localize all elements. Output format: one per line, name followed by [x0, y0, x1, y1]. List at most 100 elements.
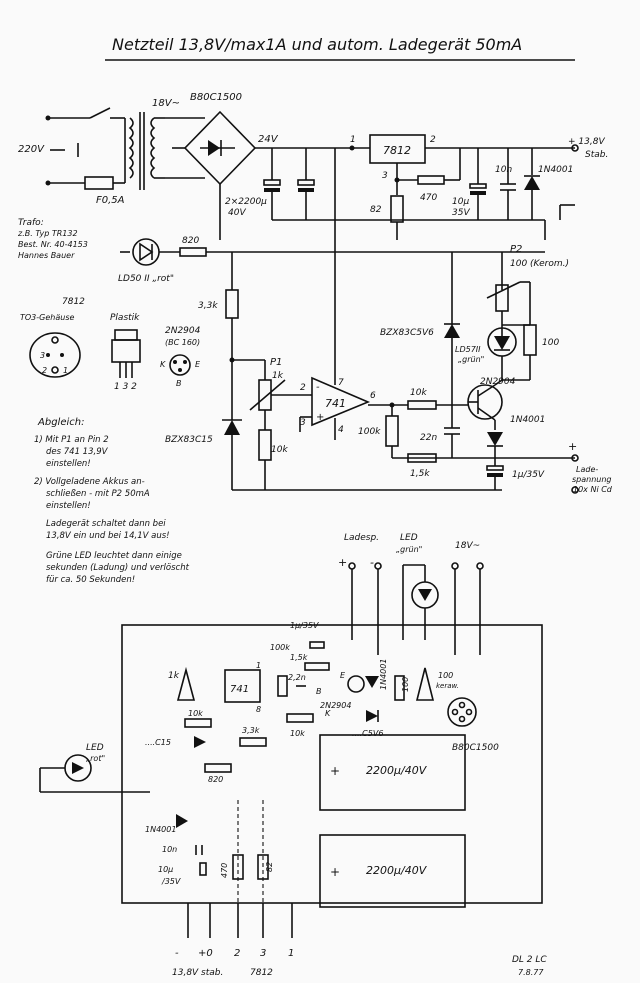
main-capacitors: 2×2200µ 40V	[225, 148, 315, 220]
svg-text:2,2n: 2,2n	[288, 673, 306, 682]
svg-text:3: 3	[40, 351, 45, 360]
svg-text:1k: 1k	[272, 371, 284, 381]
svg-text:Ladesp.: Ladesp.	[344, 533, 379, 543]
svg-text:B: B	[176, 379, 182, 388]
svg-text:1µ/35V: 1µ/35V	[290, 621, 319, 630]
svg-text:DL 2 LC: DL 2 LC	[512, 955, 547, 965]
svg-text:2N2904: 2N2904	[480, 377, 516, 387]
out-label: + 13,8V	[568, 137, 605, 147]
svg-text:1) Mit P1 an Pin 2: 1) Mit P1 an Pin 2	[34, 435, 109, 445]
svg-text:P1: P1	[270, 357, 282, 368]
board-components-middle: LED „rot" ....C15 3,3k 820 + 2200µ/40V +…	[39, 726, 466, 908]
bridge-label: B80C1500	[190, 92, 242, 103]
opamp-741: 741 - + 2 7 6 3 4	[299, 376, 408, 440]
svg-text:2N2904: 2N2904	[165, 326, 201, 336]
svg-text:spannung: spannung	[572, 475, 612, 484]
svg-text:Plastik: Plastik	[110, 313, 140, 323]
svg-text:LED: LED	[86, 743, 104, 753]
led-red-branch: 820 LD50 II „rot"	[118, 236, 545, 284]
package-sketches: 7812 TO3-Gehäuse Plastik 2N2904 (BC 160)…	[20, 297, 201, 392]
svg-text:13,8V stab.: 13,8V stab.	[172, 968, 223, 978]
svg-text:Lade-: Lade-	[576, 465, 598, 474]
svg-text:Hannes Bauer: Hannes Bauer	[18, 251, 75, 260]
svg-text:82: 82	[265, 862, 274, 872]
board-components-upper: 1k 741 1 8 100k 1µ/35V 1,5k 2,2n E B K 1…	[168, 621, 499, 753]
svg-text:B: B	[316, 687, 322, 696]
svg-text:Ladegerät schaltet dann bei: Ladegerät schaltet dann bei	[46, 519, 166, 529]
svg-text:sekunden (Ladung) und verlösch: sekunden (Ladung) und verlöscht	[46, 563, 190, 573]
svg-text:....C15: ....C15	[145, 738, 171, 747]
svg-text:100 (Kerom.): 100 (Kerom.)	[510, 259, 569, 269]
svg-text:1: 1	[256, 661, 261, 670]
node2-label: 2	[430, 135, 436, 145]
svg-text:3,3k: 3,3k	[242, 726, 260, 735]
svg-text:K: K	[325, 709, 331, 718]
svg-text:100k: 100k	[358, 427, 381, 437]
svg-text:1N4001: 1N4001	[145, 825, 176, 834]
svg-text:741: 741	[325, 397, 346, 410]
zener-15	[224, 420, 240, 435]
caps-main-label: 2×2200µ	[225, 197, 267, 207]
resistor-100k	[385, 415, 399, 447]
r470-label: 470	[420, 193, 437, 203]
svg-text:Best. Nr. 40-4153: Best. Nr. 40-4153	[18, 240, 88, 249]
svg-text:7: 7	[338, 378, 344, 388]
r820-label: 820	[182, 236, 199, 246]
svg-text:1: 1	[63, 366, 68, 375]
adjustment-notes: Abgleich: 1) Mit P1 an Pin 2 des 741 13,…	[34, 417, 190, 585]
svg-text:7.8.77: 7.8.77	[518, 968, 544, 977]
r82-label: 82	[370, 205, 382, 215]
node3-label: 3	[382, 171, 388, 181]
diode-out-label: 1N4001	[538, 165, 573, 175]
svg-text:„rot": „rot"	[86, 754, 105, 763]
svg-text:LD57II: LD57II	[455, 345, 481, 354]
svg-text:des 741 13,9V: des 741 13,9V	[46, 447, 109, 457]
output-caps: 10µ 35V 10n 1N4001	[452, 148, 575, 220]
svg-text:3: 3	[260, 948, 266, 959]
svg-text:1 3 2: 1 3 2	[114, 382, 137, 392]
zener15-label: BZX83C15	[165, 435, 213, 445]
svg-text:2) Vollgeladene Akkus an-: 2) Vollgeladene Akkus an-	[34, 477, 145, 487]
svg-text:10k: 10k	[188, 709, 203, 718]
svg-text:820: 820	[208, 775, 223, 784]
svg-text:1: 1	[288, 948, 294, 959]
svg-text:18V~: 18V~	[455, 541, 480, 551]
svg-text:E: E	[195, 360, 201, 369]
svg-text:1k: 1k	[168, 671, 180, 681]
page-title: Netzteil 13,8V/max1A und autom. Ladegerä…	[112, 35, 522, 54]
transistor-2n2904: 2N2904	[467, 377, 516, 430]
svg-text:Trafo:: Trafo:	[18, 218, 44, 228]
svg-text:+: +	[330, 764, 340, 778]
svg-text:K: K	[160, 360, 166, 369]
svg-text:-: -	[316, 382, 320, 393]
svg-text:einstellen!: einstellen!	[46, 459, 91, 469]
svg-text:E: E	[340, 671, 346, 680]
board-components-lower: 1N4001 10n 10µ /35V 470 82	[145, 800, 274, 905]
svg-text:TO3-Gehäuse: TO3-Gehäuse	[20, 313, 74, 322]
svg-text:2N2904: 2N2904	[320, 701, 351, 710]
fuse-label: F0,5A	[96, 195, 125, 206]
svg-text:+: +	[330, 865, 340, 879]
pot-p1: P1 1k 10k	[249, 357, 310, 490]
cap10u-label: 10µ	[452, 197, 469, 207]
svg-text:470: 470	[220, 863, 229, 878]
svg-text:10k: 10k	[271, 445, 288, 455]
transformer: 18V~	[124, 98, 180, 190]
diode-1n4001-b	[487, 432, 503, 446]
svg-text:100: 100	[542, 338, 559, 348]
svg-text:4: 4	[338, 425, 344, 435]
svg-text:z.B. Typ TR132: z.B. Typ TR132	[17, 229, 78, 238]
svg-text:keraw.: keraw.	[436, 682, 459, 690]
pcb-outline	[121, 624, 543, 904]
regulator-label: 7812	[383, 144, 411, 157]
svg-text:-: -	[370, 556, 374, 569]
svg-text:7812: 7812	[62, 297, 85, 307]
svg-text:+: +	[338, 556, 347, 569]
svg-text:2200µ/40V: 2200µ/40V	[366, 864, 428, 877]
svg-text:für ca. 50 Sekunden!: für ca. 50 Sekunden!	[46, 575, 135, 585]
svg-text:8: 8	[256, 705, 261, 714]
cap10n-label: 10n	[495, 165, 512, 175]
svg-text:B80C1500: B80C1500	[452, 743, 499, 753]
resistor-10k-b	[407, 400, 437, 410]
